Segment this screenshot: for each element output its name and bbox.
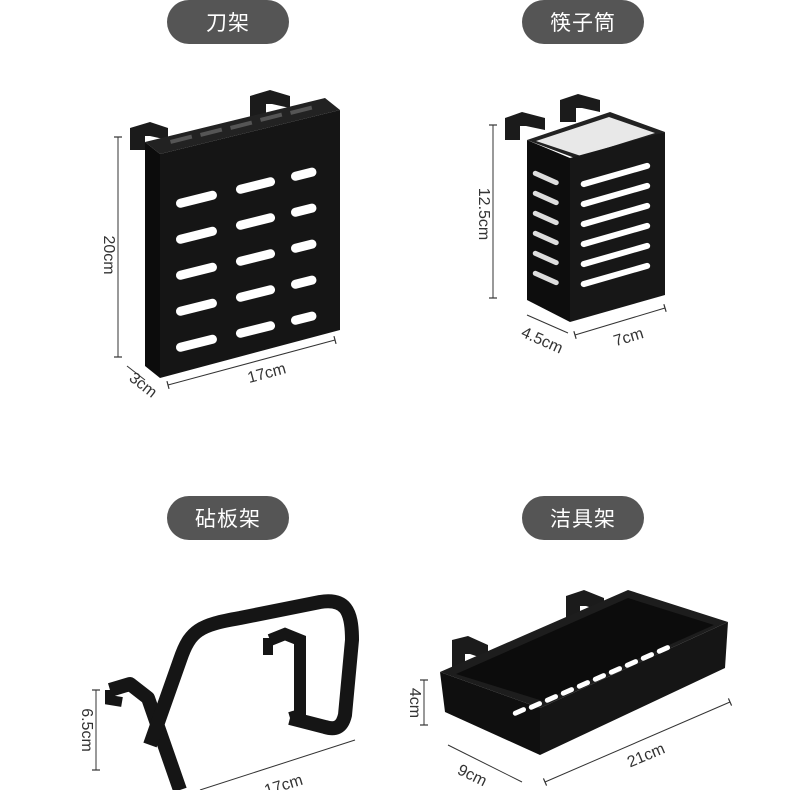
chopstick-holder-product <box>489 94 667 340</box>
clean-depth-label: 9cm <box>455 762 490 790</box>
chopstick-depth-label: 4.5cm <box>518 324 565 357</box>
clean-height-label: 4cm <box>406 688 423 718</box>
cleaning-rack-product <box>420 590 733 786</box>
knife-depth-label: 3cm <box>126 369 160 401</box>
chopstick-width-label: 7cm <box>612 325 646 350</box>
cleaning-rack-label: 洁具架 <box>522 496 644 540</box>
knife-rack-label: 刀架 <box>167 0 289 44</box>
knife-width-label: 17cm <box>246 360 288 387</box>
knife-height-label: 20cm <box>100 235 117 274</box>
board-width-label: 17cm <box>262 772 304 790</box>
chopstick-height-label: 12.5cm <box>475 188 492 240</box>
knife-rack-product <box>114 90 340 390</box>
board-rack-label: 砧板架 <box>167 496 289 540</box>
board-rack-product <box>92 594 359 790</box>
board-height-label: 6.5cm <box>78 708 95 752</box>
chopstick-holder-label: 筷子筒 <box>522 0 644 44</box>
